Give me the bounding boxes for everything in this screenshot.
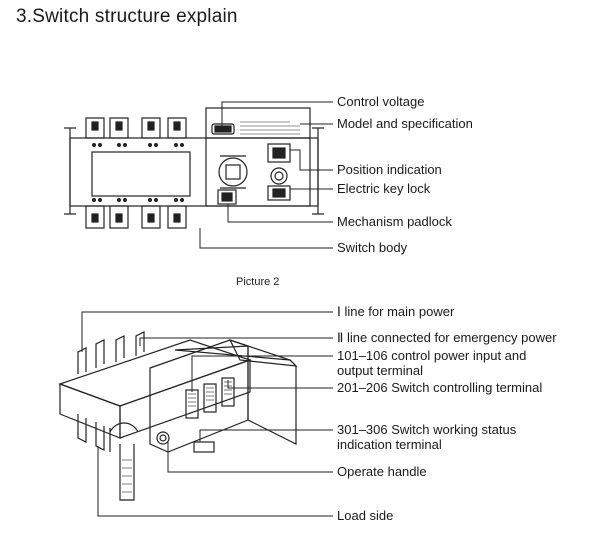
label-terminal-201-206: 201–206 Switch controlling terminal: [337, 380, 543, 395]
label-terminal-101-106-line1: 101–106 control power input and: [337, 348, 527, 363]
label-terminal-301-306-line1: 301–306 Switch working status: [337, 422, 517, 437]
label-switch-body: Switch body: [337, 240, 408, 255]
label-model-specification: Model and specification: [337, 116, 473, 131]
label-mechanism-padlock: Mechanism padlock: [337, 214, 452, 229]
label-line-main-power: Ⅰ line for main power: [337, 304, 455, 319]
label-terminal-301-306-line2: indication terminal: [337, 437, 442, 452]
label-line-emergency-power: Ⅱ line connected for emergency power: [337, 330, 557, 345]
label-position-indication: Position indication: [337, 162, 442, 177]
label-operate-handle: Operate handle: [337, 464, 427, 479]
picture-caption: Picture 2: [236, 276, 280, 288]
label-load-side: Load side: [337, 508, 394, 523]
label-control-voltage: Control voltage: [337, 94, 425, 109]
label-terminal-101-106-line2: output terminal: [337, 363, 423, 378]
page-title: 3.Switch structure explain: [16, 6, 238, 27]
label-electric-key-lock: Electric key lock: [337, 181, 431, 196]
